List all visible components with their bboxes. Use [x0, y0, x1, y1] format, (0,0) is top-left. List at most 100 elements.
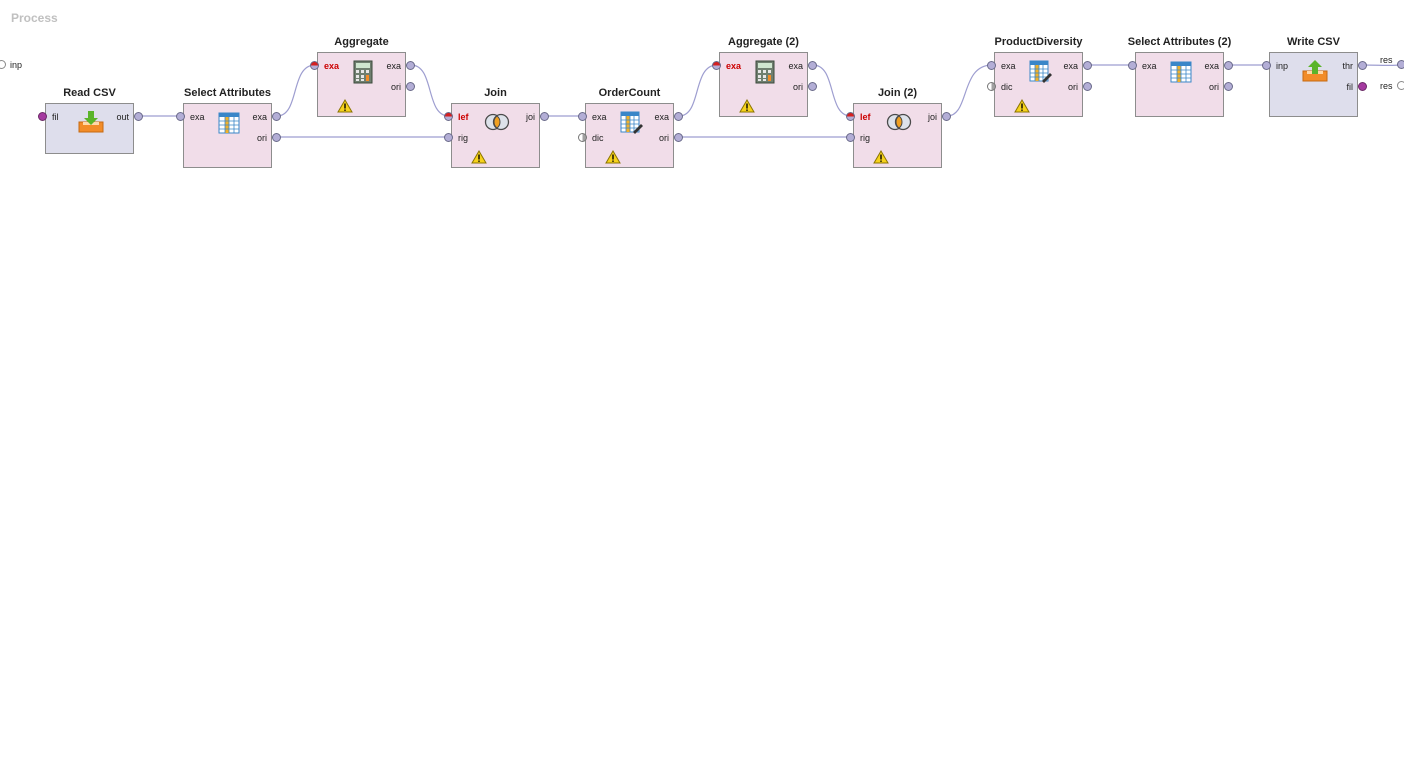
select-attributes-out-label-exa: exa	[252, 112, 267, 122]
aggregate-2-in-label: exa	[726, 61, 742, 71]
write-csv-thr-port[interactable]	[1358, 61, 1367, 70]
aggregate-2-exa-port[interactable]	[808, 61, 817, 70]
product-diversity-out-label-ori: ori	[1067, 82, 1078, 92]
wire-aggregate2-join2-lef	[812, 64, 852, 117]
select-attributes-2-in-port[interactable]	[1128, 61, 1137, 70]
aggregate-out-label-ori: ori	[390, 82, 401, 92]
select-attributes-2-title: Select Attributes (2)	[1127, 36, 1232, 48]
order-count-out-label-ori: ori	[658, 133, 669, 143]
wire-join2-productdiversity	[946, 64, 993, 117]
join-2-out-port[interactable]	[942, 112, 951, 121]
join-2-rig-port[interactable]	[846, 133, 855, 142]
product-diversity-title: ProductDiversity	[994, 36, 1083, 48]
select-attributes-exa-port[interactable]	[272, 112, 281, 121]
process-result-port-1[interactable]	[1397, 60, 1404, 69]
join-operator[interactable]: lef rig joi	[451, 103, 540, 168]
product-diversity-out-label-exa: exa	[1063, 61, 1078, 71]
order-count-ori-port[interactable]	[674, 133, 683, 142]
read-csv-file-port[interactable]	[38, 112, 47, 121]
aggregate-2-title: Aggregate (2)	[728, 36, 799, 48]
aggregate-ori-port[interactable]	[406, 82, 415, 91]
join-2-out-label: joi	[927, 112, 937, 122]
join-title: Join	[484, 87, 507, 99]
join-2-in-label-lef: lef	[860, 112, 871, 122]
join-2-lef-port[interactable]	[846, 112, 855, 121]
order-count-exa-out-port[interactable]	[674, 112, 683, 121]
aggregate-2-out-label-ori: ori	[792, 82, 803, 92]
order-count-title: OrderCount	[598, 87, 661, 99]
read-csv-title: Read CSV	[63, 87, 116, 99]
join-in-label-rig: rig	[458, 133, 469, 143]
process-title: Process	[11, 11, 58, 25]
order-count-exa-in-port[interactable]	[578, 112, 587, 121]
aggregate-exa-port[interactable]	[406, 61, 415, 70]
aggregate-in-port[interactable]	[310, 61, 319, 70]
write-csv-title: Write CSV	[1287, 36, 1340, 48]
aggregate-out-label-exa: exa	[386, 61, 401, 71]
select-attributes-2-out-label-exa: exa	[1204, 61, 1219, 71]
order-count-operator[interactable]: exa dic exa ori	[585, 103, 674, 168]
warning-icon	[1014, 99, 1030, 113]
select-attributes-in-label: exa	[190, 112, 205, 122]
join-in-label-lef: lef	[458, 112, 469, 122]
join-icon	[484, 113, 510, 131]
select-attributes-in-port[interactable]	[176, 112, 185, 121]
read-csv-out-label: out	[116, 112, 129, 122]
join-2-title: Join (2)	[877, 87, 918, 99]
import-icon	[78, 111, 104, 133]
aggregate-operator[interactable]: exa exa ori	[317, 52, 406, 117]
select-attributes-ori-port[interactable]	[272, 133, 281, 142]
read-csv-output-port[interactable]	[134, 112, 143, 121]
product-diversity-in-label-dic: dic	[1001, 82, 1013, 92]
table-edit-icon	[1029, 60, 1052, 83]
join-out-port[interactable]	[540, 112, 549, 121]
table-edit-icon	[620, 111, 643, 134]
select-attributes-2-in-label: exa	[1142, 61, 1157, 71]
process-result-label-2: res	[1380, 81, 1393, 91]
warning-icon	[873, 150, 889, 164]
aggregate-2-operator[interactable]: exa exa ori	[719, 52, 808, 117]
warning-icon	[739, 99, 755, 113]
select-attributes-title: Select Attributes	[183, 87, 271, 99]
wire-aggregate-join-lef	[410, 64, 450, 117]
write-csv-operator[interactable]: inp thr fil	[1269, 52, 1358, 117]
product-diversity-ori-port[interactable]	[1083, 82, 1092, 91]
write-csv-in-label: inp	[1276, 61, 1289, 71]
table-columns-icon	[218, 112, 240, 134]
select-attributes-2-out-label-ori: ori	[1208, 82, 1219, 92]
aggregate-2-in-port[interactable]	[712, 61, 721, 70]
order-count-out-label-exa: exa	[654, 112, 669, 122]
product-diversity-exa-in-port[interactable]	[987, 61, 996, 70]
process-input-port[interactable]	[0, 60, 6, 69]
product-diversity-dic-port[interactable]	[987, 82, 996, 91]
product-diversity-operator[interactable]: exa dic exa ori	[994, 52, 1083, 117]
join-2-in-label-rig: rig	[860, 133, 871, 143]
select-attributes-2-exa-port[interactable]	[1224, 61, 1233, 70]
wire-ordercount-aggregate2	[678, 64, 718, 117]
write-csv-out-label-thr: thr	[1342, 61, 1353, 71]
aggregate-2-out-label-exa: exa	[788, 61, 803, 71]
join-2-operator[interactable]: lef rig joi	[853, 103, 942, 168]
warning-icon	[471, 150, 487, 164]
join-lef-port[interactable]	[444, 112, 453, 121]
process-result-port-2[interactable]	[1397, 81, 1404, 90]
order-count-dic-port[interactable]	[578, 133, 587, 142]
select-attributes-operator[interactable]: exa exa ori	[183, 103, 272, 168]
read-csv-in-label: fil	[52, 112, 59, 122]
warning-icon	[337, 99, 353, 113]
aggregate-in-label: exa	[324, 61, 340, 71]
read-csv-operator[interactable]: fil out	[45, 103, 134, 154]
calculator-icon	[755, 60, 775, 84]
write-csv-fil-port[interactable]	[1358, 82, 1367, 91]
aggregate-2-ori-port[interactable]	[808, 82, 817, 91]
join-rig-port[interactable]	[444, 133, 453, 142]
warning-icon	[605, 150, 621, 164]
export-icon	[1302, 60, 1328, 82]
write-csv-in-port[interactable]	[1262, 61, 1271, 70]
join-icon	[886, 113, 912, 131]
write-csv-out-label-fil: fil	[1346, 82, 1354, 92]
select-attributes-2-operator[interactable]: exa exa ori	[1135, 52, 1224, 117]
product-diversity-exa-out-port[interactable]	[1083, 61, 1092, 70]
select-attributes-2-ori-port[interactable]	[1224, 82, 1233, 91]
order-count-in-label-exa: exa	[592, 112, 607, 122]
